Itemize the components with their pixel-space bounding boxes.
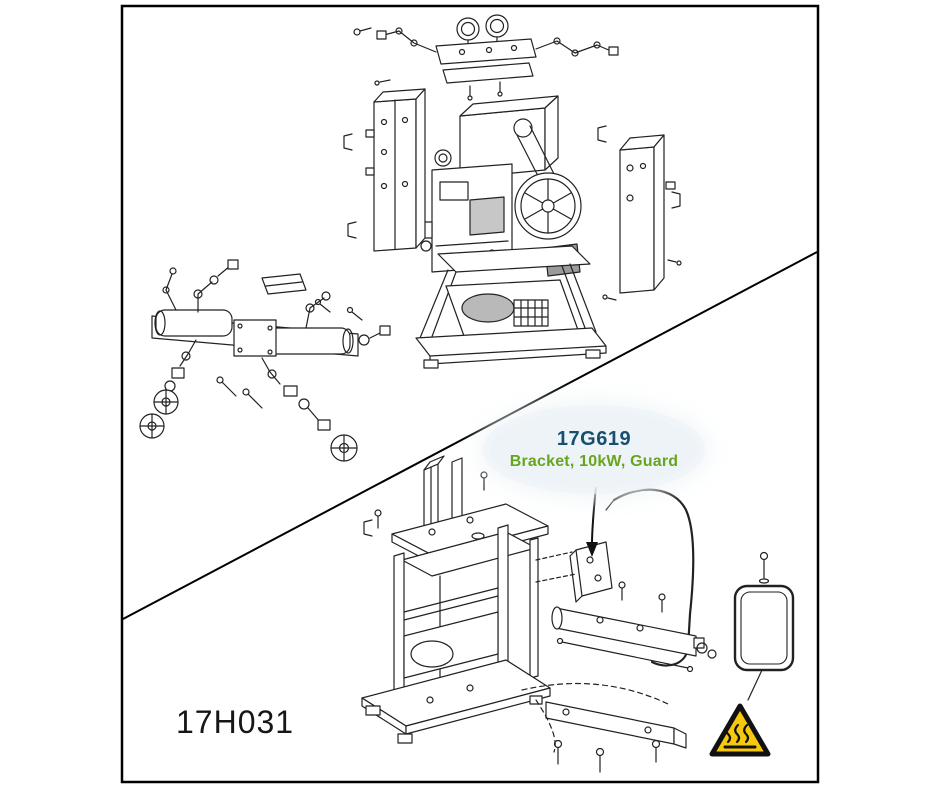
heater-manifold-drawing xyxy=(139,259,391,462)
guard-parts-drawing xyxy=(521,488,795,773)
part-callout-badge[interactable]: 17G619 Bracket, 10kW, Guard xyxy=(490,412,698,487)
hot-surface-warning-icon xyxy=(709,703,771,757)
upper-assembly-drawing xyxy=(343,14,682,369)
cart-assembly-drawing xyxy=(361,455,551,744)
diagonal-divider-line xyxy=(122,251,818,620)
callout-part-description: Bracket, 10kW, Guard xyxy=(509,453,679,470)
figure-number: 17H031 xyxy=(176,704,295,740)
callout-part-number: 17G619 xyxy=(556,428,632,450)
callout-leader-arrow xyxy=(586,485,598,557)
